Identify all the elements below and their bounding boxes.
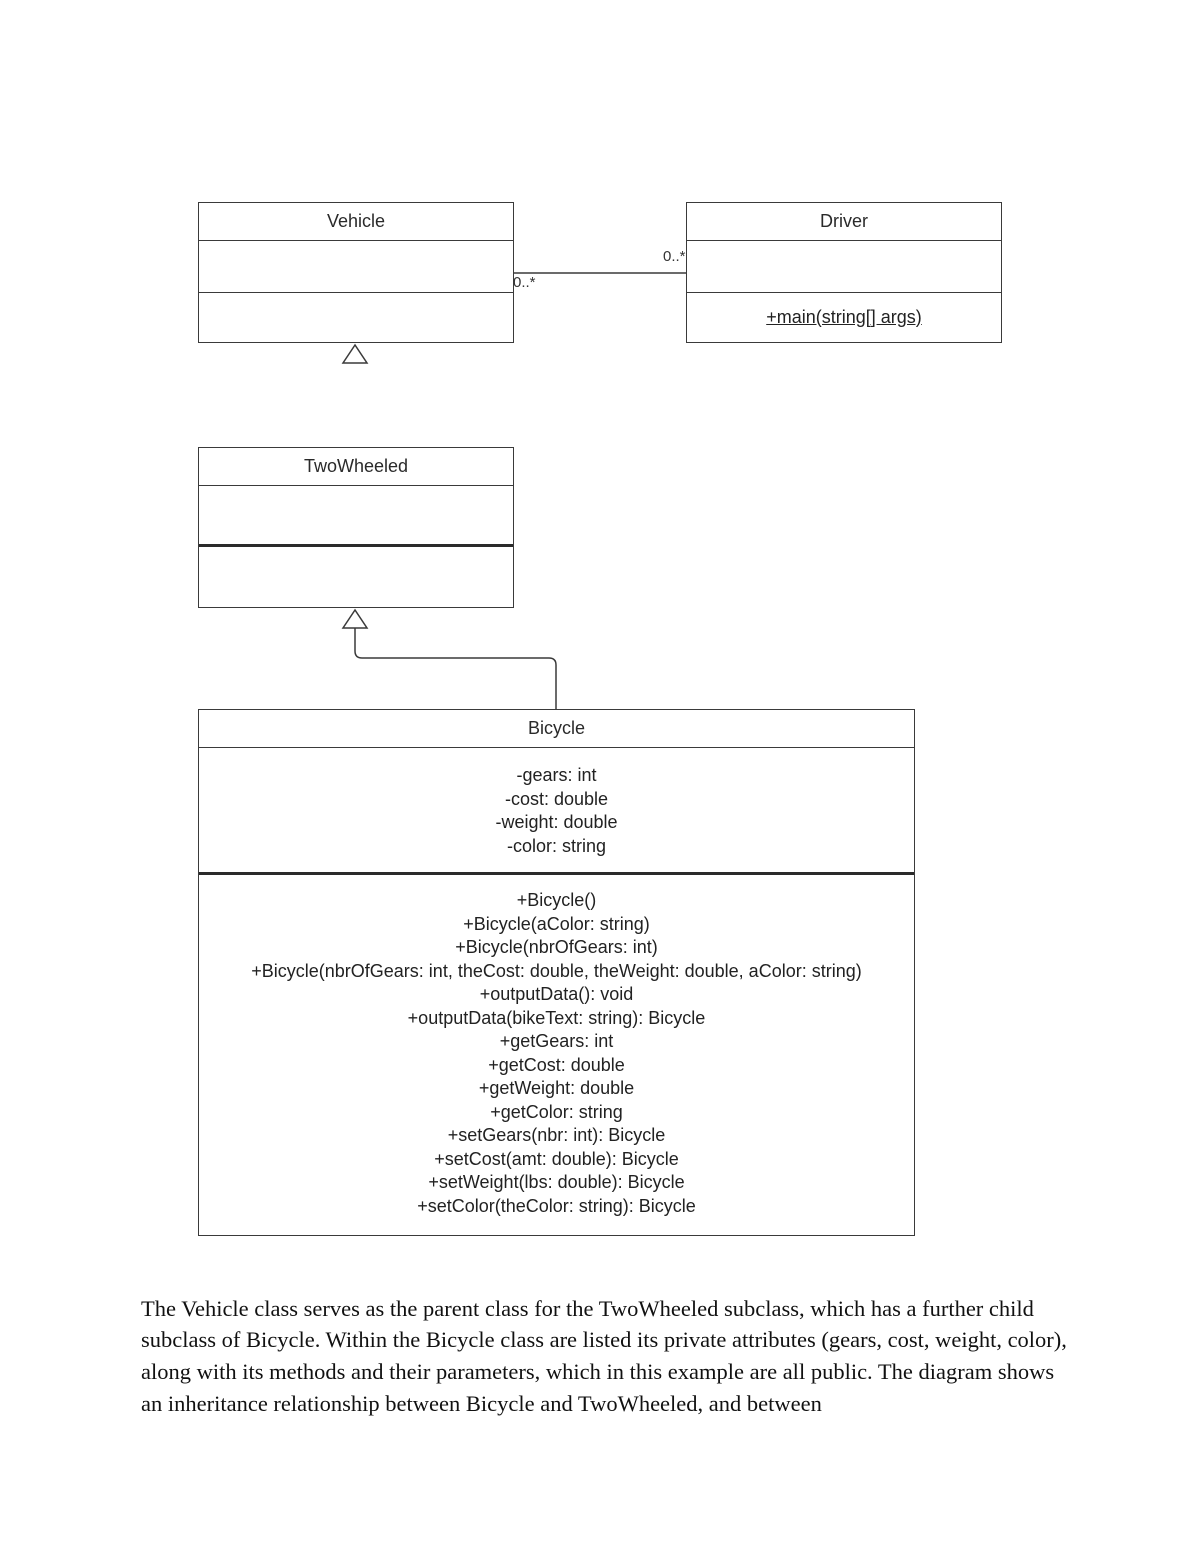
class-bicycle-methods: +Bicycle() +Bicycle(aColor: string) +Bic… — [199, 875, 914, 1235]
driver-method: +main(string[] args) — [766, 306, 922, 327]
bicycle-method: +setCost(amt: double): Bicycle — [434, 1148, 679, 1169]
class-twowheeled-name: TwoWheeled — [199, 448, 513, 486]
bicycle-method: +setGears(nbr: int): Bicycle — [447, 1125, 666, 1145]
bicycle-method: +Bicycle() — [516, 890, 597, 910]
description-paragraph: The Vehicle class serves as the parent c… — [141, 1295, 1067, 1416]
bicycle-method: +getGears: int — [499, 1031, 614, 1051]
class-twowheeled-attributes — [199, 486, 513, 547]
class-driver-methods: +main(string[] args) — [687, 293, 1001, 342]
bicycle-attribute: -cost: double — [504, 788, 609, 809]
bicycle-method: +getCost: double — [488, 1054, 625, 1075]
bicycle-method: +getColor: string — [490, 1101, 623, 1122]
driver-multiplicity: 0..* — [663, 248, 686, 265]
class-vehicle: Vehicle — [198, 202, 514, 343]
bicycle-attribute: -gears: int — [516, 765, 597, 785]
class-vehicle-attributes — [199, 241, 513, 293]
class-bicycle: Bicycle -gears: int -cost: double -weigh… — [198, 709, 915, 1236]
vehicle-multiplicity: 0..* — [513, 274, 536, 291]
bicycle-attribute: -weight: double — [495, 812, 618, 832]
class-driver: Driver +main(string[] args) — [686, 202, 1002, 343]
bicycle-method: +setColor(theColor: string): Bicycle — [417, 1195, 696, 1216]
class-bicycle-name: Bicycle — [199, 710, 914, 748]
bicycle-method: +setWeight(lbs: double): Bicycle — [428, 1172, 685, 1192]
class-vehicle-methods — [199, 293, 513, 342]
bicycle-method: +Bicycle(nbrOfGears: int) — [455, 937, 658, 957]
bicycle-attribute: -color: string — [506, 835, 607, 856]
vehicle-generalization-arrowhead — [341, 343, 369, 364]
class-twowheeled-methods — [199, 547, 513, 607]
bicycle-method: +Bicycle(aColor: string) — [463, 913, 650, 934]
class-driver-attributes — [687, 241, 1001, 293]
class-bicycle-attributes: -gears: int -cost: double -weight: doubl… — [199, 748, 914, 875]
class-vehicle-name: Vehicle — [199, 203, 513, 241]
bicycle-method: +getWeight: double — [478, 1078, 635, 1098]
inheritance-line-bicycle-twowheeled — [354, 628, 557, 709]
bicycle-method: +outputData(): void — [479, 984, 634, 1004]
bicycle-method: +outputData(bikeText: string): Bicycle — [407, 1007, 706, 1028]
class-driver-name: Driver — [687, 203, 1001, 241]
bicycle-method: +Bicycle(nbrOfGears: int, theCost: doubl… — [251, 960, 862, 981]
twowheeled-generalization-arrowhead — [341, 608, 369, 629]
class-twowheeled: TwoWheeled — [198, 447, 514, 608]
